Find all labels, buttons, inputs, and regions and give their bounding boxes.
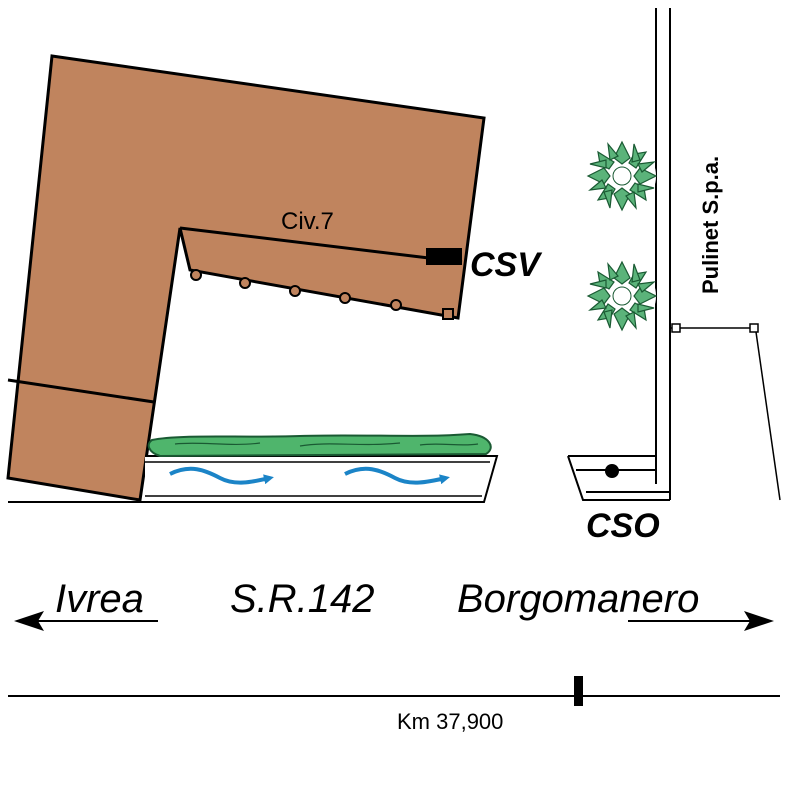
cso-label: CSO bbox=[586, 507, 660, 545]
csv-label: CSV bbox=[470, 246, 543, 284]
building-front-line bbox=[179, 226, 463, 264]
east-label: Borgomanero bbox=[457, 577, 699, 621]
downpipes bbox=[190, 269, 454, 320]
km-marker bbox=[574, 676, 583, 706]
direction-arrow-icon bbox=[744, 611, 774, 631]
building-division-line bbox=[7, 378, 155, 404]
flow-arrow-icon bbox=[169, 466, 274, 485]
csv-marker bbox=[426, 248, 462, 265]
road-label: S.R.142 bbox=[230, 577, 375, 621]
km-label: Km 37,900 bbox=[397, 709, 503, 734]
direction-arrow-icon bbox=[14, 611, 44, 631]
cso-channel bbox=[567, 455, 670, 501]
tree-icon bbox=[587, 261, 657, 331]
company-label: Pulinet S.p.a. bbox=[698, 156, 723, 294]
civ-label: Civ.7 bbox=[281, 208, 334, 235]
west-label: Ivrea bbox=[55, 577, 144, 621]
cso-manhole-icon bbox=[605, 464, 619, 478]
hedge bbox=[147, 432, 492, 458]
flow-arrow-icon bbox=[344, 466, 450, 485]
tree-icon bbox=[587, 141, 657, 211]
fence bbox=[670, 323, 781, 501]
